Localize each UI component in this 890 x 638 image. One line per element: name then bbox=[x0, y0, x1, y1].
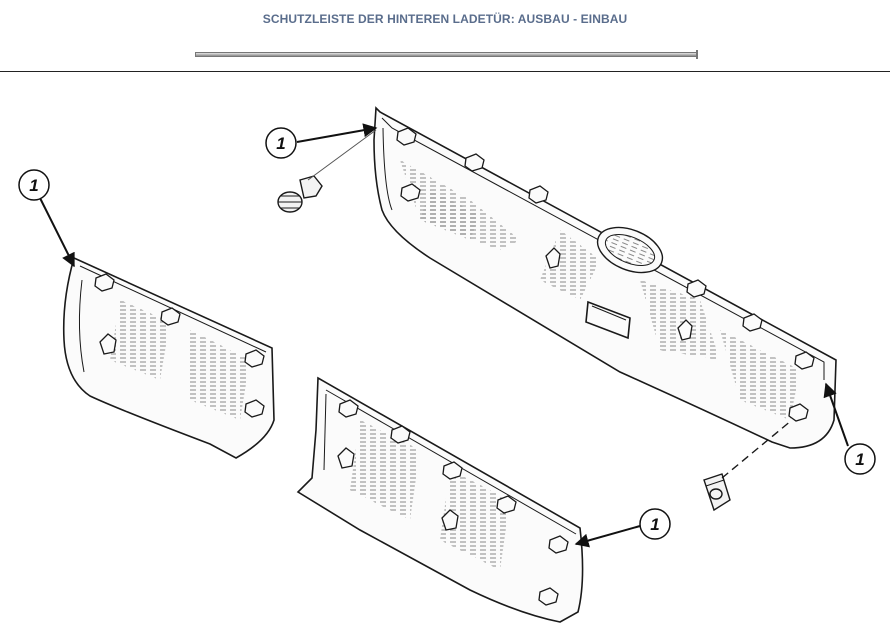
assembly-guide-line bbox=[721, 419, 793, 479]
callout-right-label: 1 bbox=[855, 450, 864, 469]
callout-left-label: 1 bbox=[29, 176, 38, 195]
clip-insert bbox=[703, 473, 731, 512]
callout-bottom-label: 1 bbox=[650, 515, 659, 534]
clip-group-upper bbox=[396, 127, 815, 422]
title-underline-bar bbox=[195, 50, 698, 59]
clip-group-left bbox=[94, 273, 265, 418]
callout-top-label: 1 bbox=[276, 134, 285, 153]
callout-right: 1 bbox=[844, 443, 876, 475]
page-title: SCHUTZLEISTE DER HINTEREN LADETÜR: AUSBA… bbox=[262, 12, 628, 26]
fastener-rivet bbox=[277, 129, 377, 213]
lower-trim-panel bbox=[296, 376, 584, 623]
upper-trim-panel bbox=[373, 106, 837, 449]
header-divider bbox=[0, 71, 890, 72]
callout-left: 1 bbox=[18, 169, 50, 201]
callout-leaders bbox=[39, 123, 849, 548]
left-trim-panel bbox=[62, 256, 275, 459]
callout-bottom: 1 bbox=[639, 508, 671, 540]
clip-group-lower bbox=[337, 399, 569, 606]
callout-top: 1 bbox=[265, 127, 297, 159]
